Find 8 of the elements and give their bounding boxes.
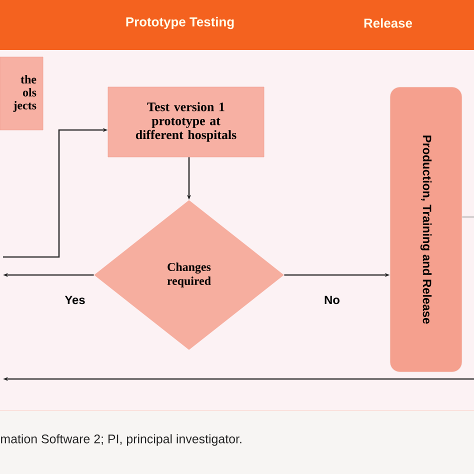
caption: mation Software 2; PI, principal investigator.	[1, 434, 242, 446]
partial-box: the ols jects	[0, 56, 44, 130]
edge-label: No	[323, 294, 341, 306]
header-label: Release	[364, 18, 412, 28]
release-box: Production, Training and Release	[390, 86, 462, 372]
header-label: Prototype Testing	[126, 16, 234, 30]
process-box: Test version 1 prototype at different hospitals	[108, 86, 264, 158]
edge-label: Yes	[64, 294, 86, 306]
